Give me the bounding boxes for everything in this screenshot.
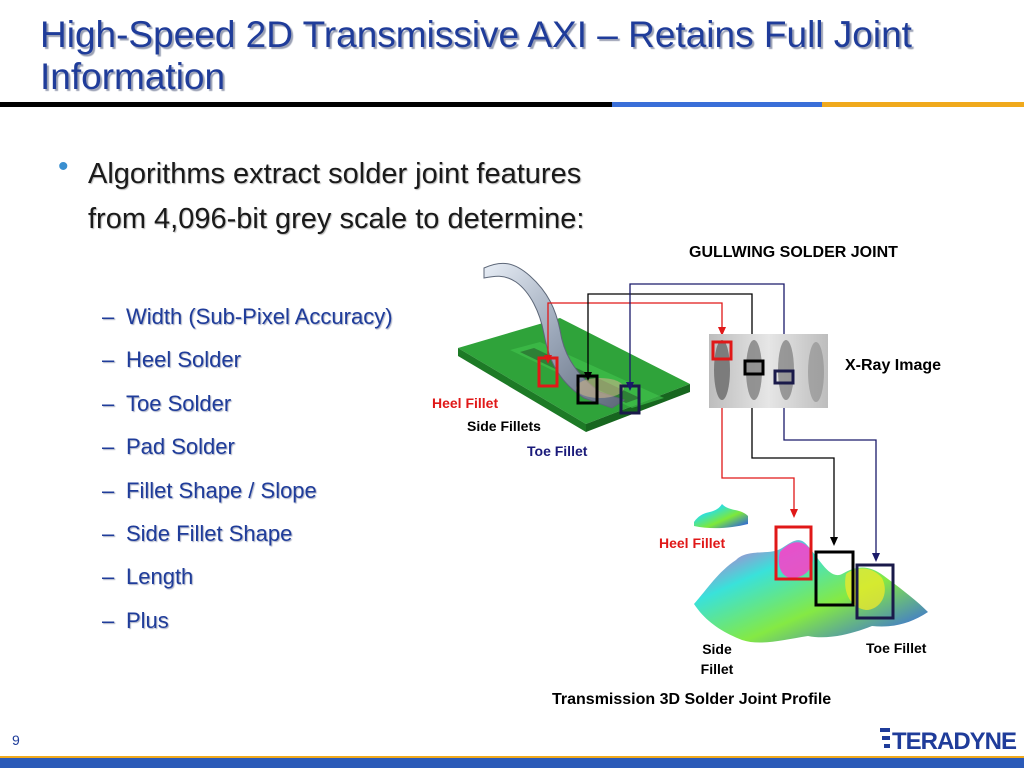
solder-3d-profile	[694, 525, 928, 643]
dash-icon: –	[102, 477, 115, 503]
logo-text: TERADYNE	[892, 728, 1017, 754]
sub-bullet: –Side Fillet Shape	[102, 519, 393, 562]
profile-thumbnail	[694, 504, 748, 529]
sub-bullet: –Heel Solder	[102, 345, 393, 388]
sub-bullet: –Width (Sub-Pixel Accuracy)	[102, 302, 393, 345]
sub-bullet: –Fillet Shape / Slope	[102, 476, 393, 519]
slide-title: High-Speed 2D Transmissive AXI – Retains…	[40, 14, 912, 97]
side-fillet-label-line2: Fillet	[700, 661, 734, 677]
dash-icon: –	[102, 304, 115, 329]
connector-lines	[547, 283, 877, 556]
title-rule-black	[0, 102, 612, 107]
footer-gold-rule	[0, 756, 1024, 759]
toe-fillet-label-2: Toe Fillet	[866, 640, 927, 656]
dash-icon: –	[102, 607, 115, 633]
heel-fillet-label: Heel Fillet	[432, 395, 499, 411]
side-fillet-label-line1: Side	[702, 641, 732, 657]
dash-icon: –	[102, 390, 115, 416]
dash-icon: –	[102, 520, 115, 546]
page-number: 9	[12, 732, 20, 748]
sub-bullet: –Toe Solder	[102, 389, 393, 432]
main-bullet: Algorithms extract solder joint features…	[88, 158, 585, 235]
bullet-dot-icon: •	[58, 150, 69, 183]
footer-blue-bar	[0, 758, 1024, 768]
profile-caption: Transmission 3D Solder Joint Profile	[552, 691, 832, 708]
title-rule-gold	[822, 102, 1024, 107]
teradyne-logo: TERADYNE	[880, 728, 1018, 754]
dash-icon: –	[102, 347, 115, 373]
side-fillets-label: Side Fillets	[467, 418, 541, 434]
title-rule-blue	[612, 102, 822, 107]
sub-bullet: –Length	[102, 562, 393, 605]
sub-bullet-list: –Width (Sub-Pixel Accuracy) –Heel Solder…	[102, 302, 393, 649]
diagram-heading: GULLWING SOLDER JOINT	[689, 244, 898, 261]
toe-fillet-label: Toe Fillet	[527, 443, 588, 459]
dash-icon: –	[102, 434, 115, 460]
sub-bullet: –Plus	[102, 606, 393, 649]
xray-label: X-Ray Image	[845, 357, 942, 374]
heel-fillet-label-2: Heel Fillet	[659, 535, 726, 551]
gullwing-lead	[483, 262, 626, 409]
dash-icon: –	[102, 564, 115, 590]
sub-bullet: –Pad Solder	[102, 432, 393, 475]
xray-image	[709, 334, 828, 408]
